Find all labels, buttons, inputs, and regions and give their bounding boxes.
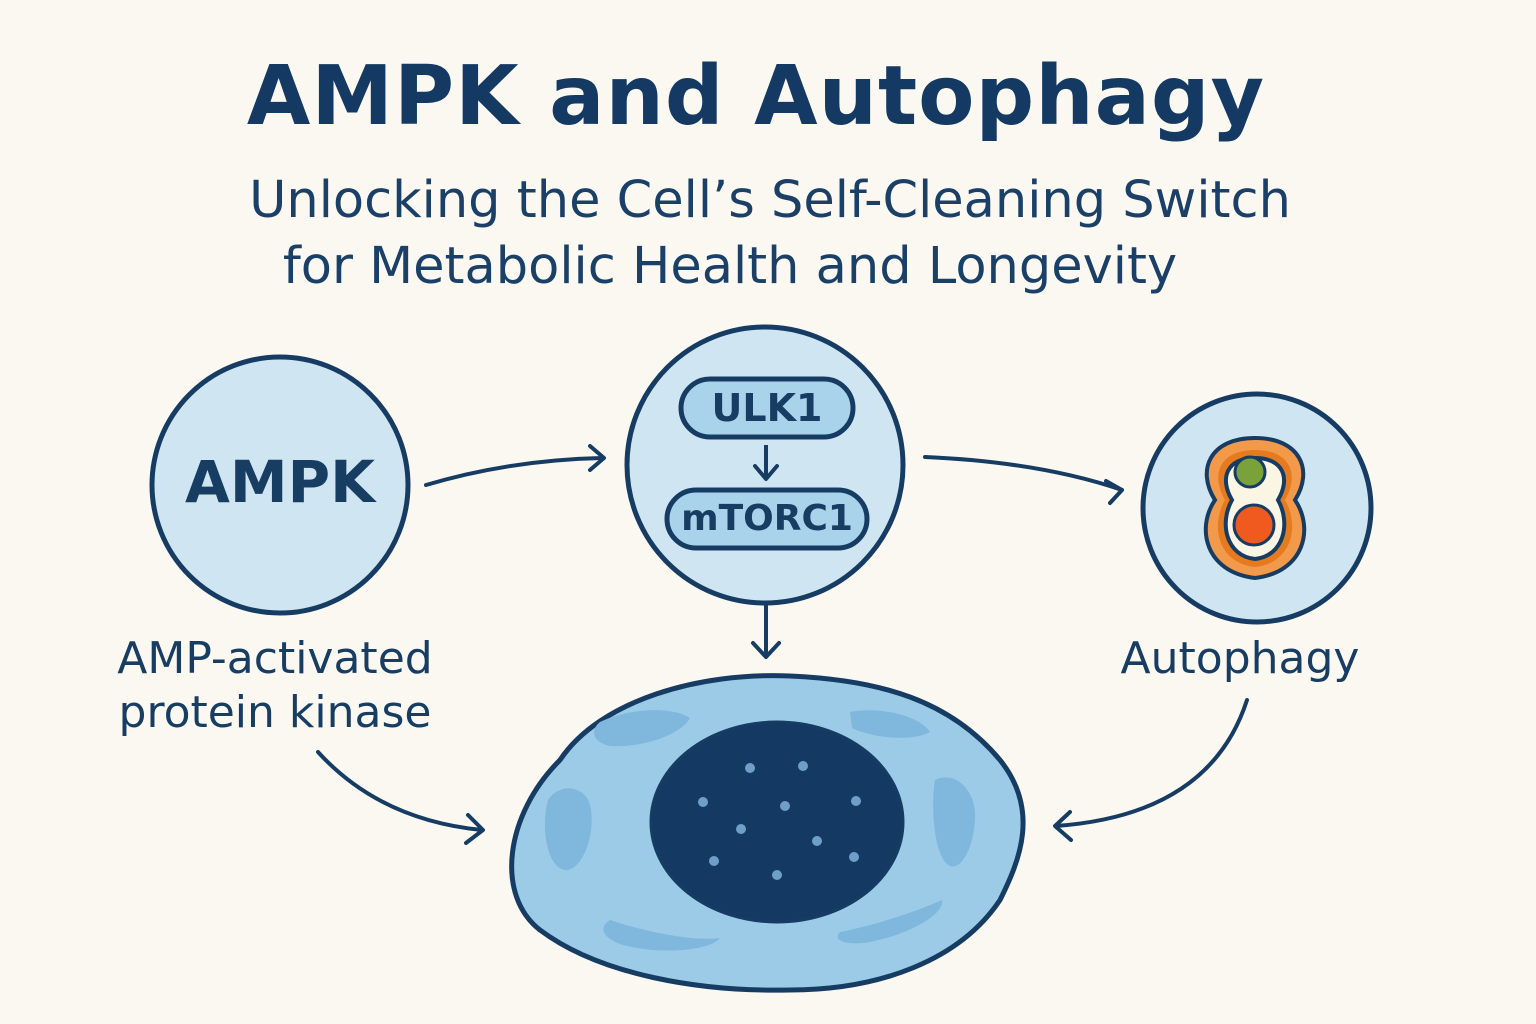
mtorc1-to-cell-arrowhead (751, 641, 781, 659)
cell-nucleus (649, 720, 905, 924)
subtitle-line-1: Unlocking the Cell’s Self-Cleaning Switc… (249, 171, 1291, 230)
ulk1-pill (678, 376, 856, 440)
nucleus-dots (698, 761, 861, 880)
ulk1-to-mtorc1-arrowhead (753, 464, 779, 481)
ampk-caption: AMP-activated protein kinase (90, 632, 460, 740)
mtorc1-pill (664, 487, 870, 551)
ampk-caption-line-2: protein kinase (118, 687, 432, 738)
ampk-to-cell-arrowhead (464, 813, 485, 845)
ulk1-label: ULK1 (711, 386, 823, 430)
ampk-node-circle (149, 354, 411, 616)
autophagy-to-cell-arrow (1054, 698, 1249, 828)
subtitle-line-2: for Metabolic Health and Longevity (282, 237, 1178, 296)
page-subtitle: Unlocking the Cell’s Self-Cleaning Switc… (200, 168, 1340, 300)
ampk-to-cell-arrow (316, 750, 484, 832)
mtorc1-label: mTORC1 (681, 498, 853, 539)
mtorc1-to-autophagy-arrowhead (1104, 479, 1124, 505)
autophagosome-icon (1203, 435, 1307, 581)
ampk-to-ulk1-arrowhead (588, 444, 606, 472)
autophagy-caption: Autophagy (1120, 633, 1360, 684)
cell-illustration (509, 673, 1026, 993)
mtorc1-to-autophagy-arrow (923, 455, 1124, 492)
ampk-label: AMPK (184, 448, 376, 516)
page-title: AMPK and Autophagy (246, 49, 1266, 144)
ampk-to-ulk1-arrow (424, 456, 604, 487)
ampk-caption-line-1: AMP-activated (117, 633, 433, 684)
autophagy-to-cell-arrowhead (1053, 810, 1073, 842)
